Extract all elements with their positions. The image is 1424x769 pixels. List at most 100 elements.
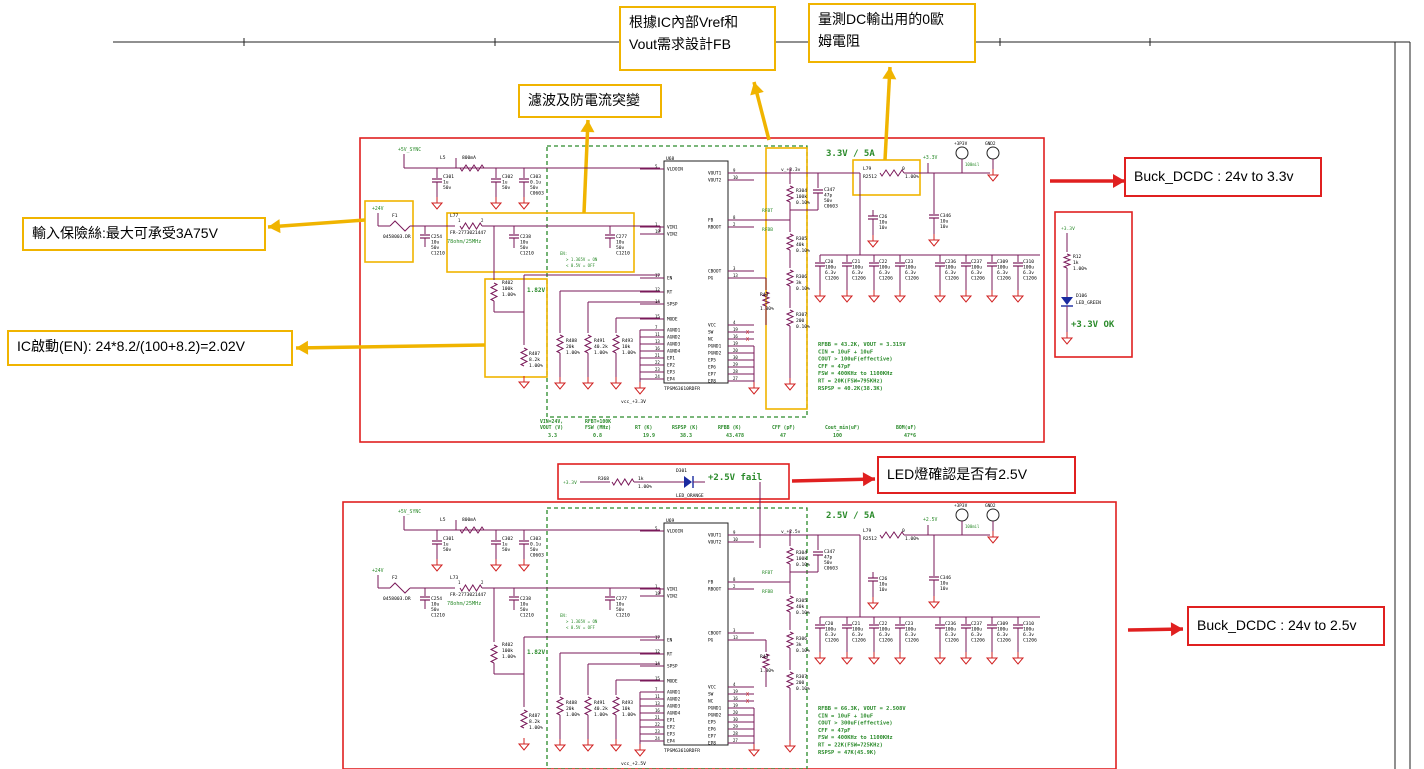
sch33-cap-out-7-label: 100u [1023,265,1034,271]
sch33-cap-out-5-label: C237 [971,259,982,265]
sch33-rfbb-label: RFBB [762,227,773,233]
led-ok-diode [1061,297,1073,305]
sch33-title: 3.3V / 5A [826,149,875,159]
sch33-r-fbb3 [785,309,795,327]
sch33-r-bottom-tol-2: 1.00% [622,350,636,356]
sch33-cap-out-2-label: C1206 [879,276,893,282]
sch25-cap-out-7-label: 100u [1023,627,1034,633]
sch25-r-fbt-ref: R304 [796,550,807,556]
callout-buck-25: Buck_DCDC : 24v to 2.5v [1187,606,1385,646]
sch33-pin-left-9: AGND3 [667,342,681,348]
sch33-c277-label: C277 [616,234,627,240]
sch33-gnd-fb [783,383,797,391]
sch25-c277-label: C1210 [616,613,630,619]
sch25-zero-ohm-val: 0 [902,528,905,534]
sch33-pin-right-num-10: 20 [733,348,738,353]
sch25-cap-out-5-label: 6.3v [971,632,982,638]
sch33-r-fbb2-tol: 0.10% [796,286,810,292]
sch33-pin-right-num-1: 10 [733,175,738,180]
sch25-pin-right-4: CBOOT [708,631,722,637]
callout-buck-25-text: Buck_DCDC : 24v to 2.5v [1197,617,1357,633]
sch25-cap-out-3-label: C23 [905,621,914,627]
sch33-cap-out-1-label: C1206 [852,276,866,282]
callout-filter: 濾波及防電流突變 [518,84,662,118]
callout-zero-ohm-text-1: 量測DC輸出用的0歐 [818,11,945,27]
sch25-c238-label: 10u [520,602,529,608]
sch25-fuse [389,582,411,594]
sch25-r-fbb2-ref: R306 [796,636,807,642]
led-ok-ref: D106 [1076,293,1087,299]
sch25-pin-left-8: AGND2 [667,697,681,703]
section-led-fail [557,463,790,500]
sch25-gnd-en [517,743,531,751]
sch33-gnd-top-2 [517,202,531,210]
sch33-fuse-ref: F1 [392,213,398,219]
sch25-pin-right-num-8: 16 [733,696,738,701]
sch25-testpoint-1 [986,508,1000,522]
sch33-pin-right-12: EP6 [708,365,716,371]
sch33-r402 [489,282,499,302]
sch25-r487 [519,709,529,729]
sch33-r402-ref: R402 [502,280,513,286]
sch33-cap-out-3-label: C23 [905,259,914,265]
sch25-pin-left-3: EN [667,638,673,644]
arrow-en-shaft [295,343,486,350]
sch33-pin-right-3: RBOOT [708,225,722,231]
sch25-vcc-net: vcc_+2.5V [621,761,646,767]
led-fail-r-ref: R368 [598,476,609,482]
sch25-gnd-out-7 [1011,657,1025,665]
sch33-cap-out-6-label: 6.3v [997,270,1008,276]
sch33-r-fbt [785,185,795,203]
sch25-c346-label: C346 [940,575,951,581]
sch33-r-fbb2-ref: R306 [796,274,807,280]
sch25-cap-out-1-label: C21 [852,621,861,627]
callout-en: IC啟動(EN): 24*8.2/(100+8.2)=2.02V [7,330,293,366]
sch33-inductor [459,222,483,230]
sch25-c346-label: 10u [940,581,949,587]
sch25-pin-right-11: EP5 [708,720,716,726]
sch33-r-fbb3-val: 200 [796,318,805,324]
highlight-fuse [364,200,414,263]
sch33-c347-label: C347 [824,187,835,193]
sch33-cap-out-1-label: C21 [852,259,861,265]
sch25-pin-right-0: VOUT1 [708,533,722,539]
sch25-r-pg-tol: 1.00% [760,668,774,674]
sch25-pin2: 2 [481,580,484,585]
sch33-gnd-out-3 [893,295,907,303]
sch25-c254-label: 10u [431,602,440,608]
sch25-gnd-out-3 [893,657,907,665]
sch25-cap-out-1-label: 6.3v [852,632,863,638]
callout-zero-ohm: 量測DC輸出用的0歐 姆電阻 [808,3,976,63]
sch33-testpoint-label-1: GND2 [985,141,996,147]
sch33-pin-right-14: EP8 [708,379,716,385]
sch33-pin-left-num-9: 13 [655,339,660,344]
sch33-l79-part: R2512 [863,174,877,180]
sch25-net-24v: +24V [372,568,384,574]
sch25-pin-left-num-4: 12 [655,649,660,654]
callout-buck-33-text: Buck_DCDC : 24v to 3.3v [1134,168,1294,184]
sch25-calc-line: CIN = 10uF + 10uF [818,713,873,719]
sch33-pin-left-0: VLDOIN [667,167,683,173]
sch33-r-bottom-tol-1: 1.00% [594,350,608,356]
sch33-pin-right-7: SW [708,330,714,336]
sch25-r-bottom-ref-1: R491 [594,700,605,706]
sch25-pin-left-2: VIN2 [667,594,678,600]
sch25-pin-left-num-1: 1 [655,584,658,589]
sch25-r-bottom-val-2: 10k [622,706,631,712]
sch33-table-header: Cout_min(uF) [825,425,860,431]
led-ok-gnd [1060,337,1074,345]
sch25-cap-out-5-label: 100u [971,627,982,633]
sch33-cap-out-4-label: 6.3v [945,270,956,276]
sch33-r-fbt-tol: 0.10% [796,200,810,206]
sch33-zero-ohm-tol: 1.00% [905,174,919,180]
sch25-c301-label: C301 [443,536,454,542]
sch25-rfbt-label: RFBT [762,570,773,576]
sch33-pin-left-num-4: 12 [655,287,660,292]
sch25-cap-out-4-label: C1206 [945,638,959,644]
sch25-pin-right-14: EP8 [708,741,716,747]
sch33-pin-left-4: RT [667,290,673,296]
led-ok-r-tol: 1.00% [1073,266,1087,272]
sch33-vcc-net: vcc_+3.3V [621,399,646,405]
sch25-testpoint-label-1: GND2 [985,503,996,509]
sch25-l5 [459,526,485,534]
